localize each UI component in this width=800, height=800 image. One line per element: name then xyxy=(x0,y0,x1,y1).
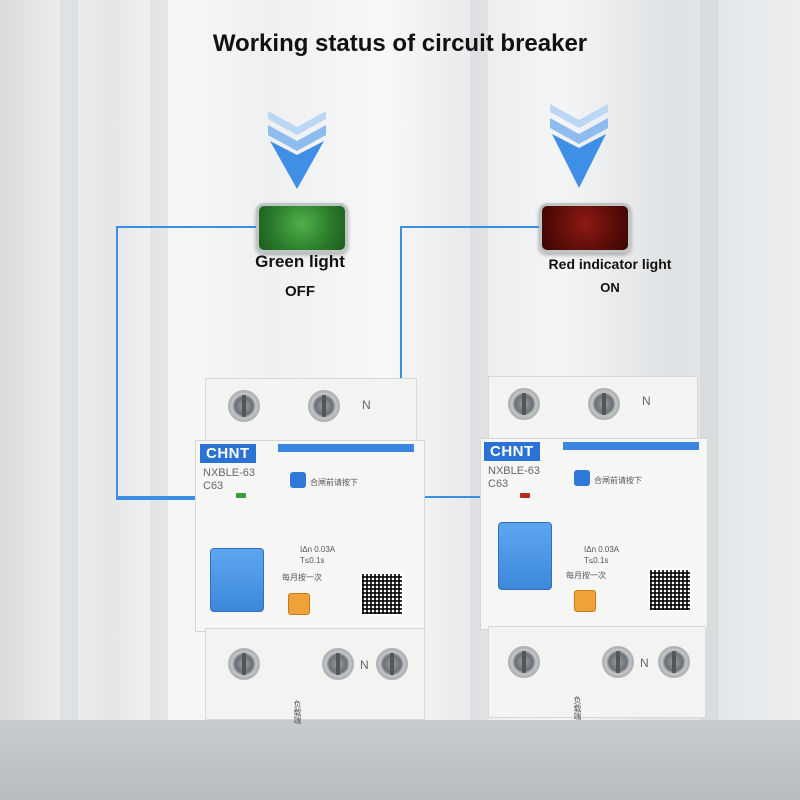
blue-band xyxy=(563,442,699,450)
screw-icon xyxy=(308,390,340,422)
screw-icon xyxy=(228,390,260,422)
status-led-red xyxy=(520,493,530,498)
screw-icon xyxy=(508,646,540,678)
leak-spec: IΔn 0.03A xyxy=(300,545,336,554)
breaker-toggle-lever[interactable] xyxy=(498,522,552,590)
brand-logo: CHNT xyxy=(200,444,256,463)
screw-icon xyxy=(602,646,634,678)
arrow-down-icon xyxy=(268,111,326,189)
time-spec: T≤0.1s xyxy=(300,556,325,565)
rating-label: C63 xyxy=(203,480,224,492)
connector-line xyxy=(400,226,539,498)
page-title: Working status of circuit breaker xyxy=(212,30,588,57)
test-note: 每月按一次 xyxy=(282,573,322,582)
reset-note-button[interactable] xyxy=(574,470,590,486)
screw-icon xyxy=(508,388,540,420)
connector-line xyxy=(400,496,520,498)
screw-icon xyxy=(376,648,408,680)
reset-note-button[interactable] xyxy=(290,472,306,488)
breaker-toggle-lever[interactable] xyxy=(210,548,264,612)
load-side-label: 负载端 xyxy=(293,700,302,724)
screw-icon xyxy=(658,646,690,678)
model-label: NXBLE-63 xyxy=(203,467,255,479)
arrow-down-icon xyxy=(550,104,608,188)
red-light-state: ON xyxy=(600,280,620,295)
curtain-fold xyxy=(60,0,78,800)
green-light-state: OFF xyxy=(285,283,315,300)
screw-icon xyxy=(322,648,354,680)
green-indicator-lamp xyxy=(256,203,348,253)
screw-icon xyxy=(228,648,260,680)
green-light-label: Green light xyxy=(255,252,345,271)
reset-note: 合闸前请按下 xyxy=(594,476,642,485)
brand-logo: CHNT xyxy=(484,442,540,461)
neutral-label: N xyxy=(362,398,371,412)
load-side-label: 负载端 xyxy=(573,696,582,720)
neutral-label: N xyxy=(642,394,651,408)
model-label: NXBLE-63 xyxy=(488,465,540,477)
floor xyxy=(0,720,800,800)
neutral-label: N xyxy=(360,658,369,672)
red-light-label: Red indicator light xyxy=(548,256,672,272)
red-indicator-lamp xyxy=(539,203,631,253)
time-spec: T≤0.1s xyxy=(584,556,609,565)
connector-line xyxy=(116,226,256,500)
test-button[interactable] xyxy=(574,590,596,612)
screw-icon xyxy=(588,388,620,420)
test-note: 每月按一次 xyxy=(566,571,606,580)
connector-line xyxy=(116,496,236,498)
status-led-green xyxy=(236,493,246,498)
test-button[interactable] xyxy=(288,593,310,615)
curtain-fold xyxy=(150,0,168,800)
leak-spec: IΔn 0.03A xyxy=(584,545,620,554)
blue-band xyxy=(278,444,414,452)
rating-label: C63 xyxy=(488,478,509,490)
reset-note: 合闸前请按下 xyxy=(310,478,358,487)
neutral-label: N xyxy=(640,656,649,670)
qr-code xyxy=(648,568,692,612)
qr-code xyxy=(360,572,404,616)
